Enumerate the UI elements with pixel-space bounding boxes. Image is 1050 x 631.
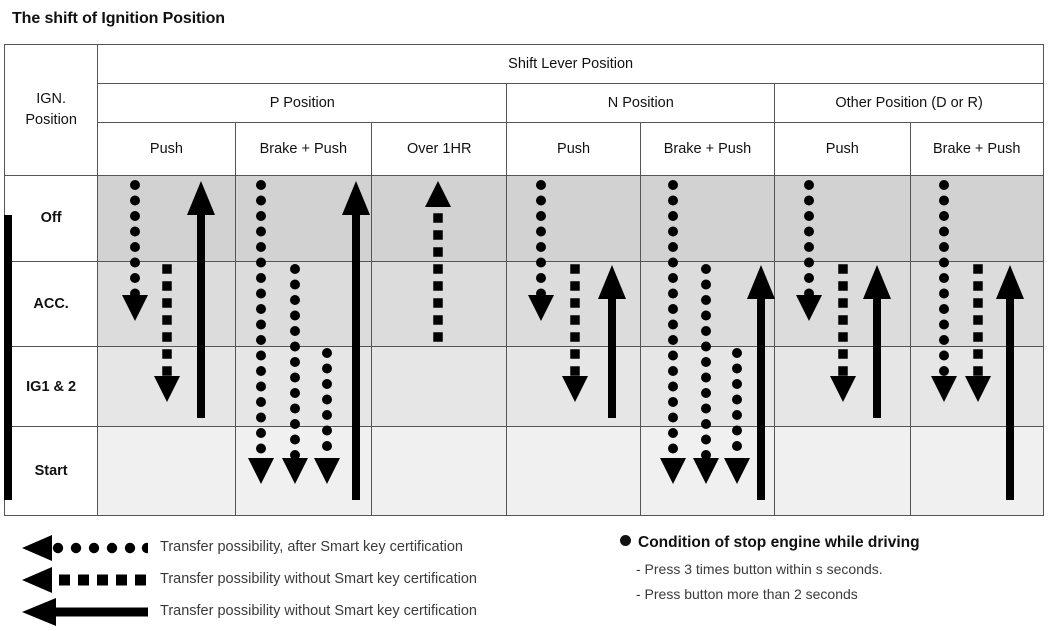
cell-start-p-over1hr	[370, 426, 508, 516]
header-col-n-push: Push	[506, 121, 641, 176]
cell-ig-p-brake-push	[234, 346, 373, 428]
bullet-icon	[620, 535, 631, 546]
cell-off-n-push	[506, 174, 641, 262]
row-label-off: Off	[3, 174, 99, 262]
condition-line-2: - Press button more than 2 seconds	[636, 586, 858, 602]
cell-off-n-brake-push	[639, 174, 776, 262]
condition-line-1: - Press 3 times button within s seconds.	[636, 561, 883, 577]
cell-start-other-push	[774, 426, 911, 516]
header-group-other-position: Other Position (D or R)	[774, 82, 1044, 123]
header-shift-lever-position: Shift Lever Position	[97, 44, 1044, 84]
cell-start-n-push	[506, 426, 641, 516]
legend-text-dotted: Transfer possibility, after Smart key ce…	[160, 539, 463, 555]
cell-ig-p-over1hr	[370, 346, 508, 428]
ignition-shift-table: IGN. Position Shift Lever Position P Pos…	[3, 44, 1044, 516]
condition-title-row: Condition of stop engine while driving	[620, 534, 920, 552]
cell-start-n-brake-push	[639, 426, 776, 516]
cell-start-p-push	[97, 426, 236, 516]
header-col-other-brake-push: Brake + Push	[909, 121, 1044, 176]
cell-ig-n-brake-push	[639, 346, 776, 428]
header-col-p-push: Push	[97, 121, 236, 176]
condition-title: Condition of stop engine while driving	[638, 534, 920, 551]
cell-off-p-push	[97, 174, 236, 262]
cell-acc-n-brake-push	[639, 260, 776, 348]
cell-ig-other-push	[774, 346, 911, 428]
corner-ign-position: IGN. Position	[3, 44, 99, 176]
cell-ig-p-push	[97, 346, 236, 428]
legend-arrow-dashed-icon	[18, 566, 148, 594]
header-col-p-over-1hr: Over 1HR	[370, 121, 508, 176]
cell-acc-p-brake-push	[234, 260, 373, 348]
legend-text-solid: Transfer possibility without Smart key c…	[160, 603, 477, 619]
cell-ig-other-brake-push	[909, 346, 1044, 428]
cell-off-p-over1hr	[370, 174, 508, 262]
legend: Transfer possibility, after Smart key ce…	[0, 518, 1050, 628]
condition-block: Condition of stop engine while driving -…	[620, 534, 920, 602]
row-label-start: Start	[3, 426, 99, 516]
cell-acc-p-over1hr	[370, 260, 508, 348]
cell-acc-other-brake-push	[909, 260, 1044, 348]
cell-ig-n-push	[506, 346, 641, 428]
cell-off-p-brake-push	[234, 174, 373, 262]
row-label-ig1-and-2: IG1 & 2	[3, 346, 99, 428]
cell-off-other-push	[774, 174, 911, 262]
row-label-acc: ACC.	[3, 260, 99, 348]
legend-text-dashed: Transfer possibility without Smart key c…	[160, 571, 477, 587]
cell-start-p-brake-push	[234, 426, 373, 516]
cell-acc-n-push	[506, 260, 641, 348]
header-col-p-brake-push: Brake + Push	[234, 121, 373, 176]
legend-arrow-solid-icon	[18, 598, 148, 626]
header-col-n-brake-push: Brake + Push	[639, 121, 776, 176]
header-col-other-push: Push	[774, 121, 911, 176]
page-title: The shift of Ignition Position	[12, 10, 225, 27]
header-group-n-position: N Position	[506, 82, 776, 123]
cell-acc-p-push	[97, 260, 236, 348]
cell-start-other-brake-push	[909, 426, 1044, 516]
corner-line-2: Position	[25, 111, 77, 128]
cell-off-other-brake-push	[909, 174, 1044, 262]
corner-line-1: IGN.	[36, 90, 67, 107]
cell-acc-other-push	[774, 260, 911, 348]
header-group-p-position: P Position	[97, 82, 508, 123]
legend-arrow-dotted-icon	[18, 534, 153, 562]
